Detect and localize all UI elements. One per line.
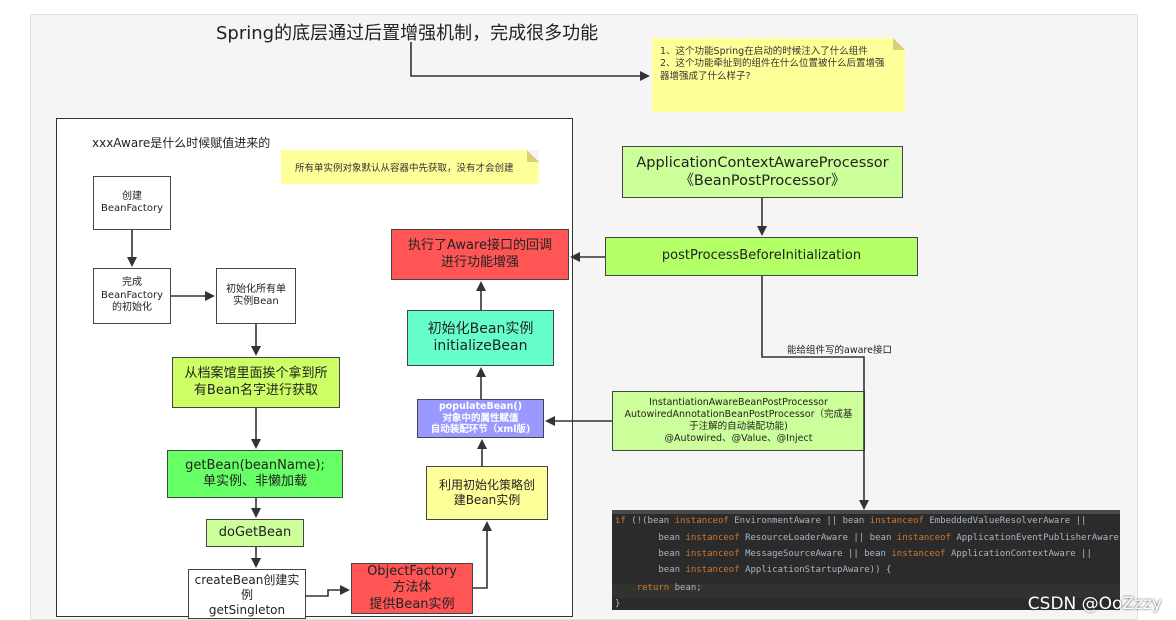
code-text xyxy=(615,583,637,593)
arrow-createbean-to-objectfactory xyxy=(306,585,350,597)
node-populatebean: populateBean() 对象中的属性赋值 自动装配环节（xml版) xyxy=(417,399,544,438)
code-keyword: if xyxy=(615,516,632,526)
node-dogetbean: doGetBean xyxy=(206,519,304,547)
node-getbean: getBean(beanName); 单实例、非懒加载 xyxy=(167,450,343,498)
node-application-context-aware-processor: ApplicationContextAwareProcessor 《BeanPo… xyxy=(622,146,903,198)
node-instantiation-aware-processor: InstantiationAwareBeanPostProcessor Auto… xyxy=(612,391,865,451)
node-init-singletons: 初始化所有单 实例Bean xyxy=(216,268,296,324)
code-line: return bean; xyxy=(615,581,702,595)
watermark: CSDN @OoZzzy xyxy=(1027,594,1162,614)
code-line: bean instanceof ApplicationStartupAware)… xyxy=(615,563,891,577)
code-text: bean xyxy=(615,565,686,575)
code-current-line-highlight xyxy=(612,584,1120,598)
arrow-objectfactory-to-strategy xyxy=(473,521,492,589)
node-aware-callback: 执行了Aware接口的回调 进行功能增强 xyxy=(391,229,569,280)
code-text: EmbeddedValueResolverAware || xyxy=(929,516,1087,526)
node-initialize-bean: 初始化Bean实例 initializeBean xyxy=(407,310,554,366)
node-create-beanfactory: 创建 BeanFactory xyxy=(93,176,171,230)
arrow-ppbi-to-code xyxy=(761,276,869,510)
code-keyword: return xyxy=(636,583,675,593)
code-top-strip xyxy=(612,510,1120,514)
node-init-strategy: 利用初始化策略创 建Bean实例 xyxy=(426,466,548,520)
code-keyword: instanceof xyxy=(685,533,746,543)
code-keyword: instanceof xyxy=(896,533,957,543)
node-post-process-before-initialization: postProcessBeforeInitialization xyxy=(605,237,918,276)
left-panel-title: xxxAware是什么时候赋值进来的 xyxy=(92,136,271,150)
code-keyword: instanceof xyxy=(674,516,735,526)
code-keyword: instanceof xyxy=(685,549,746,559)
node-createbean: createBean创建实 例 getSingleton xyxy=(188,569,306,619)
top-note: 1、这个功能Spring在启动的时候注入了什么组件 2、这个功能牵扯到的组件在什… xyxy=(652,38,905,112)
note-fold-icon xyxy=(527,150,539,162)
code-text: MessageSourceAware || bean xyxy=(745,549,892,559)
code-keyword: instanceof xyxy=(685,565,746,575)
code-text: EnvironmentAware || bean xyxy=(734,516,870,526)
code-keyword: instanceof xyxy=(869,516,930,526)
diagram-title: Spring的底层通过后置增强机制，完成很多功能 xyxy=(216,23,599,44)
code-text: ApplicationStartupAware)) { xyxy=(745,565,892,575)
code-text: ApplicationEventPublisherAware || xyxy=(956,533,1120,543)
arrow-title-to-note xyxy=(410,42,650,81)
edge-label-aware: 能给组件写的aware接口 xyxy=(787,345,892,356)
left-note: 所有单实例对象默认从容器中先获取，没有才会创建 xyxy=(281,150,539,184)
code-snippet: if (!(bean instanceof EnvironmentAware |… xyxy=(612,510,1120,610)
code-text: bean; xyxy=(674,583,702,593)
code-text: } xyxy=(615,599,621,609)
note-fold-icon xyxy=(893,38,905,50)
code-keyword: instanceof xyxy=(891,549,951,559)
code-line: } xyxy=(615,597,620,610)
code-text: bean xyxy=(615,549,686,559)
node-finish-beanfactory: 完成 BeanFactory 的初始化 xyxy=(93,268,171,324)
code-line: bean instanceof ResourceLoaderAware || b… xyxy=(615,531,1120,545)
code-text: (!(bean xyxy=(631,516,675,526)
code-line: bean instanceof MessageSourceAware || be… xyxy=(615,547,1092,561)
code-text: bean xyxy=(615,533,686,543)
code-text: ApplicationContextAware || xyxy=(950,549,1092,559)
node-objectfactory: ObjectFactory 方法体 提供Bean实例 xyxy=(351,563,473,614)
code-text: ResourceLoaderAware || bean xyxy=(745,533,897,543)
node-archive: 从档案馆里面挨个拿到所 有Bean名字进行获取 xyxy=(172,357,340,408)
code-line: if (!(bean instanceof EnvironmentAware |… xyxy=(615,514,1086,528)
